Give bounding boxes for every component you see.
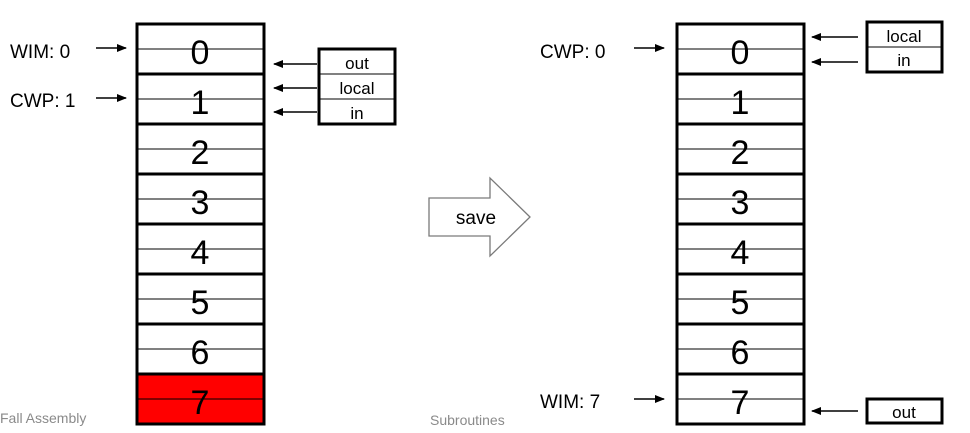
right-frame-legend-top: local in: [811, 20, 944, 74]
right-window-stack: 0 1 2 3 4 5 6: [675, 22, 806, 426]
left-window-6: 6: [135, 322, 266, 376]
right-window-7: 7: [675, 372, 806, 426]
left-window-0: 0: [135, 22, 266, 76]
left-frame-legend: out local in: [273, 47, 397, 126]
window-number: 5: [731, 284, 750, 322]
left-window-5: 5: [135, 272, 266, 326]
right-cwp-pointer: CWP: 0: [540, 42, 665, 63]
window-number: 2: [731, 134, 750, 172]
right-window-4: 4: [675, 222, 806, 276]
left-window-2: 2: [135, 122, 266, 176]
window-number: 1: [191, 84, 210, 122]
left-cwp-pointer: CWP: 1: [10, 91, 127, 112]
right-window-3: 3: [675, 172, 806, 226]
right-window-6: 6: [675, 322, 806, 376]
window-number: 4: [731, 234, 750, 272]
cwp-label: CWP: 0: [540, 42, 605, 63]
legend-out: out: [892, 403, 916, 422]
right-frame-legend-bottom: out: [811, 397, 944, 425]
right-window-5: 5: [675, 272, 806, 326]
right-wim-pointer: WIM: 7: [540, 392, 665, 413]
window-number: 7: [191, 384, 210, 422]
left-window-4: 4: [135, 222, 266, 276]
left-window-3: 3: [135, 172, 266, 226]
footer-course: Fall Assembly: [0, 410, 87, 426]
window-number: 5: [191, 284, 210, 322]
legend-local: local: [887, 27, 922, 46]
wim-label: WIM: 0: [10, 42, 70, 63]
window-number: 1: [731, 84, 750, 122]
window-number: 4: [191, 234, 210, 272]
save-arrow: save: [428, 176, 531, 258]
legend-in: in: [897, 51, 910, 70]
wim-label: WIM: 7: [540, 392, 600, 413]
left-wim-pointer: WIM: 0: [10, 42, 127, 63]
legend-local: local: [340, 79, 375, 98]
cwp-label: CWP: 1: [10, 91, 75, 112]
window-number: 6: [191, 334, 210, 372]
window-number: 6: [731, 334, 750, 372]
footer-topic: Subroutines: [430, 412, 505, 428]
left-window-7-highlighted: 7: [135, 372, 266, 426]
legend-out: out: [345, 54, 369, 73]
window-number: 0: [191, 34, 210, 72]
right-window-1: 1: [675, 72, 806, 126]
left-window-stack: 0 1 2 3 4 5 6: [135, 22, 266, 426]
save-label: save: [456, 208, 496, 229]
window-number: 0: [731, 34, 750, 72]
window-number: 3: [731, 184, 750, 222]
window-number: 7: [731, 384, 750, 422]
legend-in: in: [350, 104, 363, 123]
right-window-2: 2: [675, 122, 806, 176]
left-window-1: 1: [135, 72, 266, 126]
window-number: 2: [191, 134, 210, 172]
right-window-0: 0: [675, 22, 806, 76]
window-number: 3: [191, 184, 210, 222]
